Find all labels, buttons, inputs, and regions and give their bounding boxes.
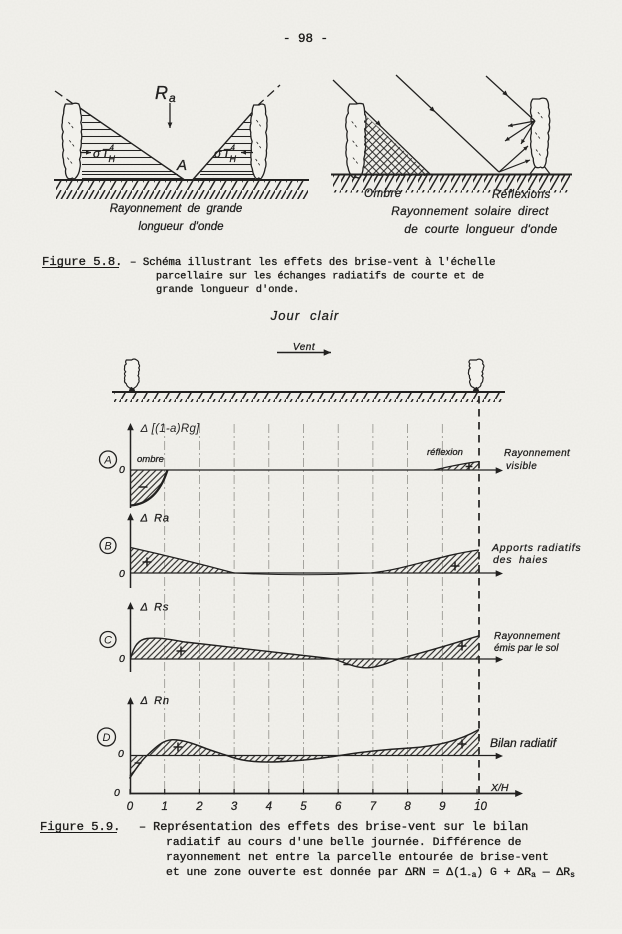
svg-text:0: 0	[119, 653, 125, 665]
svg-text:A: A	[103, 454, 111, 466]
svg-text:- 98 -: - 98 -	[283, 32, 328, 46]
svg-text:Δ Rs: Δ Rs	[140, 602, 170, 614]
svg-text:0: 0	[119, 464, 125, 476]
svg-text:Figure 5.8.: Figure 5.8.	[42, 255, 122, 269]
svg-text:Bilan radiatif: Bilan radiatif	[490, 736, 558, 750]
svg-text:Rayonnement solaire direct: Rayonnement solaire direct	[391, 204, 549, 218]
svg-text:6: 6	[335, 801, 342, 813]
svg-text:7: 7	[370, 801, 377, 813]
svg-text:C: C	[104, 634, 112, 646]
svg-text:réflexion: réflexion	[427, 447, 463, 458]
svg-text:X/H: X/H	[490, 782, 509, 794]
svg-text:Vent: Vent	[293, 342, 316, 353]
svg-text:Réflexions: Réflexions	[492, 189, 551, 201]
svg-text:0: 0	[127, 801, 134, 813]
svg-text:A: A	[176, 157, 187, 174]
svg-text:H: H	[230, 154, 237, 164]
svg-text:Ombre: Ombre	[364, 188, 402, 200]
svg-text:0: 0	[119, 568, 125, 580]
svg-text:Δ Ra: Δ Ra	[140, 513, 170, 525]
svg-text:des haies: des haies	[493, 554, 548, 566]
svg-text:grande longueur d'onde.: grande longueur d'onde.	[156, 284, 299, 296]
svg-text:H: H	[109, 154, 116, 164]
svg-text:et une zone ouverte est donnée: et une zone ouverte est donnée par ΔRN =…	[166, 867, 575, 880]
svg-text:4: 4	[231, 144, 236, 153]
svg-text:B: B	[104, 540, 111, 552]
svg-text:rayonnement net entre la parce: rayonnement net entre la parcelle entour…	[166, 852, 549, 864]
svg-text:σT: σT	[93, 147, 111, 161]
svg-text:8: 8	[404, 801, 411, 813]
svg-text:Δ Rn: Δ Rn	[140, 695, 170, 707]
svg-text:1: 1	[161, 801, 167, 813]
svg-text:longueur d'onde: longueur d'onde	[138, 221, 223, 233]
svg-text:– Représentation des effets de: – Représentation des effets des brise-ve…	[139, 820, 528, 834]
svg-text:3: 3	[231, 801, 238, 813]
svg-text:de courte longueur d'onde: de courte longueur d'onde	[404, 222, 557, 236]
svg-text:D: D	[103, 732, 111, 744]
svg-text:10: 10	[474, 801, 487, 813]
svg-text:Δ [(1-a)Rg]: Δ [(1-a)Rg]	[140, 423, 201, 435]
svg-text:σT: σT	[214, 147, 232, 161]
svg-text:Rayonnement de grande: Rayonnement de grande	[110, 203, 243, 215]
svg-text:Rayonnement: Rayonnement	[494, 631, 561, 642]
svg-text:parcellaire sur les échanges r: parcellaire sur les échanges radiatifs d…	[156, 271, 484, 283]
svg-text:Jour clair: Jour clair	[270, 308, 340, 323]
svg-text:ombre: ombre	[137, 454, 164, 465]
svg-text:Figure 5.9.: Figure 5.9.	[40, 820, 120, 834]
svg-text:0: 0	[114, 787, 120, 799]
svg-text:9: 9	[439, 801, 446, 813]
svg-text:émis par le sol: émis par le sol	[494, 643, 559, 654]
svg-text:Rayonnement: Rayonnement	[504, 448, 571, 459]
svg-text:radiatif au cours d'une belle: radiatif au cours d'une belle journée. D…	[166, 837, 522, 849]
svg-text:4: 4	[266, 801, 272, 813]
svg-text:– Schéma illustrant les effets: – Schéma illustrant les effets des brise…	[130, 257, 496, 269]
svg-text:0: 0	[118, 748, 124, 760]
svg-text:5: 5	[300, 801, 307, 813]
svg-text:visible: visible	[506, 461, 537, 472]
svg-text:2: 2	[195, 801, 203, 813]
svg-text:4: 4	[110, 144, 115, 153]
svg-text:Apports radiatifs: Apports radiatifs	[491, 542, 581, 554]
